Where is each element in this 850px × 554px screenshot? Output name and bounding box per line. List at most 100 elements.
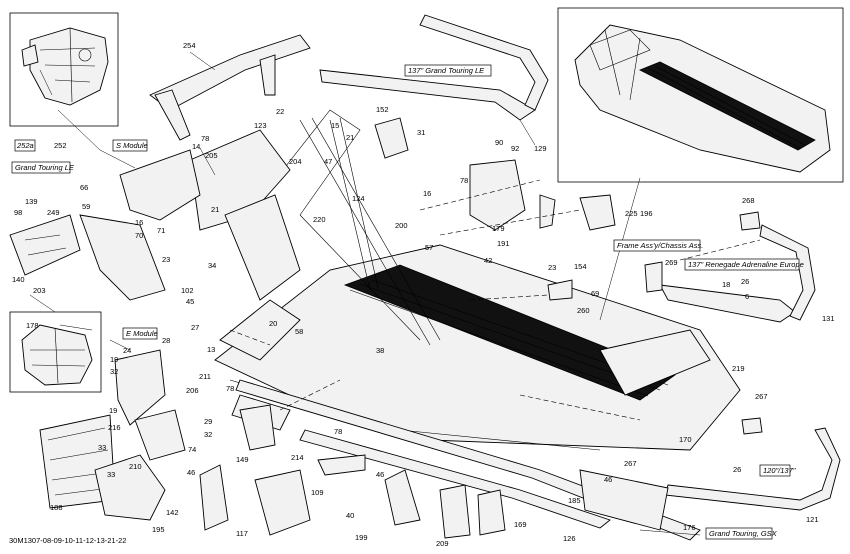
callout-92: 92: [511, 144, 519, 153]
callout-19: 19: [110, 355, 118, 364]
callout-33: 33: [98, 443, 106, 452]
callout-78d: 78: [334, 427, 342, 436]
rail-131: [659, 224, 816, 323]
callout-70: 70: [135, 231, 143, 240]
left-frame-parts: [9, 149, 201, 461]
inset-front-bracket-drawing: [21, 324, 93, 386]
callout-78: 78: [201, 134, 209, 143]
callout-23: 23: [162, 255, 170, 264]
callout-188: 188: [50, 503, 63, 512]
callout-195: 195: [152, 525, 165, 534]
callout-267: 267: [755, 392, 768, 401]
misc-brackets: [374, 117, 763, 435]
callout-204: 204: [289, 157, 302, 166]
callout-139: 139: [25, 197, 38, 206]
callout-191: 191: [497, 239, 510, 248]
callout-90: 90: [495, 138, 503, 147]
callout-121: 121: [806, 515, 819, 524]
callout-210: 210: [129, 462, 142, 471]
callout-57: 57: [425, 243, 433, 252]
callout-154: 154: [574, 262, 587, 271]
callout-196: 196: [640, 209, 653, 218]
svg-text:Grand Touring LE: Grand Touring LE: [15, 163, 75, 172]
callout-126: 126: [563, 534, 576, 543]
callout-38: 38: [376, 346, 384, 355]
callout-98: 98: [14, 208, 22, 217]
callout-28: 28: [162, 336, 170, 345]
callout-214: 214: [291, 453, 304, 462]
callout-254: 254: [183, 41, 196, 50]
callout-260: 260: [577, 306, 590, 315]
tunnel-assembly: [214, 244, 741, 451]
callout-206: 206: [186, 386, 199, 395]
callout-22: 22: [276, 107, 284, 116]
svg-text:Frame Ass'y/Chassis Ass.: Frame Ass'y/Chassis Ass.: [617, 241, 703, 250]
callout-78b: 78: [460, 176, 468, 185]
callout-33b: 33: [107, 470, 115, 479]
callout-69: 69: [591, 289, 599, 298]
callout-58: 58: [295, 327, 303, 336]
callout-78c: 78: [226, 384, 234, 393]
callout-140: 140: [12, 275, 25, 284]
callout-225: 225: [625, 209, 638, 218]
callout-29: 29: [204, 417, 212, 426]
label-137-grand-touring-le: 137" Grand Touring LE: [404, 64, 492, 77]
part-callouts: 254 22 123 78 14 205 15 21 152 31 204 47…: [12, 41, 835, 548]
callout-124: 124: [352, 194, 365, 203]
callout-32: 32: [110, 367, 118, 376]
callout-203: 203: [33, 286, 46, 295]
callout-268: 268: [742, 196, 755, 205]
callout-269: 269: [665, 258, 678, 267]
callout-34: 34: [208, 261, 216, 270]
callout-178: 178: [26, 321, 39, 330]
callout-27: 27: [191, 323, 199, 332]
frame-tubes: [189, 109, 441, 346]
callout-20: 20: [269, 319, 277, 328]
callout-15: 15: [331, 121, 339, 130]
svg-text:137" Grand Touring LE: 137" Grand Touring LE: [408, 66, 485, 75]
steering-support-254: [149, 34, 311, 141]
label-e-module: E Module: [122, 327, 158, 340]
callout-219: 219: [732, 364, 745, 373]
callout-252: 252: [54, 141, 67, 150]
callout-123: 123: [254, 121, 267, 130]
callout-16: 16: [423, 189, 431, 198]
callout-109: 109: [311, 488, 324, 497]
callout-66: 66: [80, 183, 88, 192]
callout-249: 249: [47, 208, 60, 217]
callout-149: 149: [236, 455, 249, 464]
callout-21: 21: [346, 133, 354, 142]
callout-102: 102: [181, 286, 194, 295]
callout-216: 216: [108, 423, 121, 432]
callout-200: 200: [395, 221, 408, 230]
svg-text:E Module: E Module: [126, 329, 158, 338]
callout-170: 170: [679, 435, 692, 444]
callout-21b: 21: [211, 205, 219, 214]
callout-26b: 26: [733, 465, 741, 474]
svg-text:S Module: S Module: [116, 141, 148, 150]
callout-74: 74: [188, 445, 196, 454]
callout-46b: 46: [376, 470, 384, 479]
label-137-renegade: 137" Renegade Adrenaline Europe: [684, 258, 804, 271]
bottom-brackets: [39, 404, 506, 539]
callout-131: 131: [822, 314, 835, 323]
svg-text:252a: 252a: [16, 141, 34, 150]
callout-18: 18: [722, 280, 730, 289]
callout-24: 24: [123, 346, 131, 355]
callout-117: 117: [236, 529, 248, 538]
callout-46c: 46: [604, 475, 612, 484]
callout-32b: 32: [204, 430, 212, 439]
svg-text:120"/137": 120"/137": [763, 466, 796, 475]
callout-47: 47: [324, 157, 332, 166]
label-s-module: S Module: [112, 139, 148, 152]
callout-199: 199: [355, 533, 368, 542]
callout-211: 211: [199, 372, 211, 381]
callout-142: 142: [166, 508, 179, 517]
callout-267b: 267: [624, 459, 637, 468]
running-boards: [235, 379, 701, 541]
label-120-137: 120"/137": [759, 464, 796, 477]
diagram-code: 30M1307-08-09-10-11-12-13-21-22: [9, 536, 126, 545]
callout-152: 152: [376, 105, 389, 114]
